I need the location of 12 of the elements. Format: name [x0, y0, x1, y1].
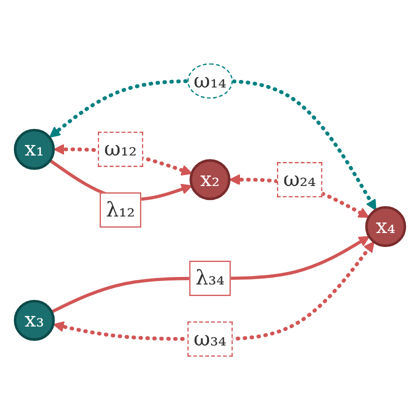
- edge-label: λ₁₂: [106, 197, 135, 222]
- edge-label: ω₂₄: [283, 167, 316, 192]
- node-circle: x₂: [190, 159, 230, 200]
- edge-label: ω₁₄: [194, 68, 226, 92]
- arrow: [53, 241, 374, 341]
- arrow: [50, 236, 370, 314]
- edge-label: ω₁₂: [104, 136, 137, 161]
- node-circle: x₄: [365, 206, 406, 248]
- node-circle: x₃: [14, 300, 55, 341]
- edge-label: λ₃₄: [195, 266, 225, 290]
- node-circle: x₁: [14, 128, 55, 170]
- edge-label: ω₃₄: [194, 326, 226, 350]
